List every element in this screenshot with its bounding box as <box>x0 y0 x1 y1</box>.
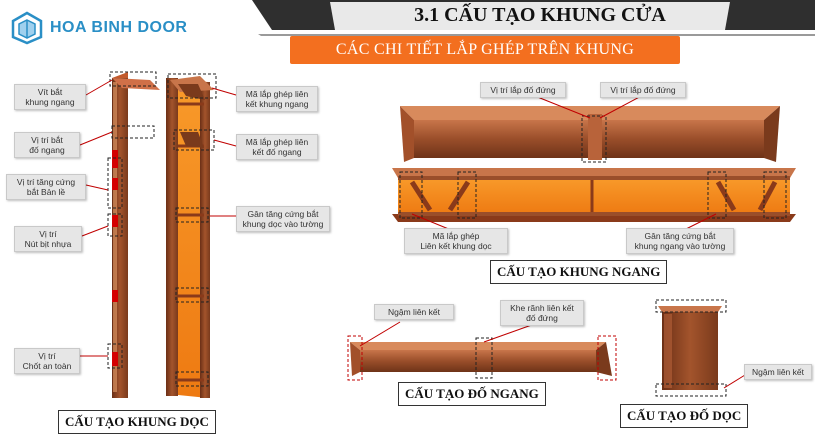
khung-ngang-bottom-piece <box>392 168 796 222</box>
do-doc-markers <box>655 299 727 397</box>
do-ngang-markers <box>347 335 617 381</box>
callout-vi-tri-lap-do-dung-2: Vị trí lắp đố đứng <box>600 82 686 98</box>
khung-doc-markers <box>107 71 217 387</box>
label-do-doc: CẤU TẠO ĐỐ DỌC <box>620 404 749 428</box>
khung-ngang-top-piece <box>400 106 780 162</box>
callout-ngam-lien-ket-do-ngang: Ngậm liên kết <box>374 304 454 320</box>
label-khung-doc: CẤU TẠO KHUNG DỌC <box>58 410 216 434</box>
do-ngang-piece <box>350 342 612 376</box>
brand-logo: HOA BINH DOOR <box>10 6 196 50</box>
label-khung-ngang: CẤU TẠO KHUNG NGANG <box>490 260 668 284</box>
callout-vi-tri-lap-do-dung-1: Vị trí lắp đố đứng <box>480 82 566 98</box>
khung-doc-inner-piece <box>166 76 214 398</box>
khung-doc-outer-piece <box>112 72 160 398</box>
callout-ngam-lien-ket-do-doc: Ngậm liên kết <box>744 364 812 380</box>
khung-doc-leaders <box>79 79 237 357</box>
header-band <box>252 0 815 36</box>
page-title: 3.1 CẤU TẠO KHUNG CỬA <box>414 4 666 26</box>
page-subtitle: CÁC CHI TIẾT LẮP GHÉP TRÊN KHUNG <box>290 36 680 64</box>
logo-text: HOA BINH DOOR <box>50 19 188 36</box>
khung-ngang-markers <box>399 115 787 219</box>
label-do-ngang: CẤU TẠO ĐỐ NGANG <box>398 382 546 406</box>
logo-icon <box>11 11 43 45</box>
do-doc-piece <box>658 306 722 390</box>
